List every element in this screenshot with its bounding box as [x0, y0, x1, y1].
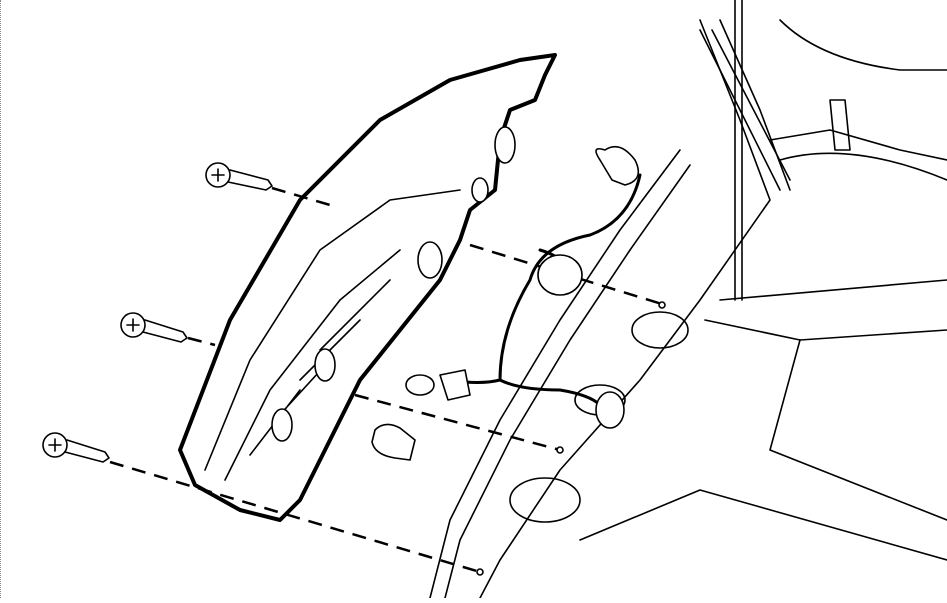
bulb-socket-middle [405, 369, 471, 401]
bulb-lower [371, 423, 416, 461]
screw-2 [120, 312, 188, 343]
bulb-upper [595, 145, 640, 186]
screw-1 [205, 162, 273, 191]
mounting-holes [476, 301, 666, 576]
vehicle-body [429, 0, 947, 599]
tail-lamp-housing [178, 53, 557, 522]
alignment-lines [109, 186, 666, 574]
screw-3 [42, 432, 110, 463]
page-edge-divider [0, 0, 3, 598]
socket-upper [537, 254, 625, 429]
